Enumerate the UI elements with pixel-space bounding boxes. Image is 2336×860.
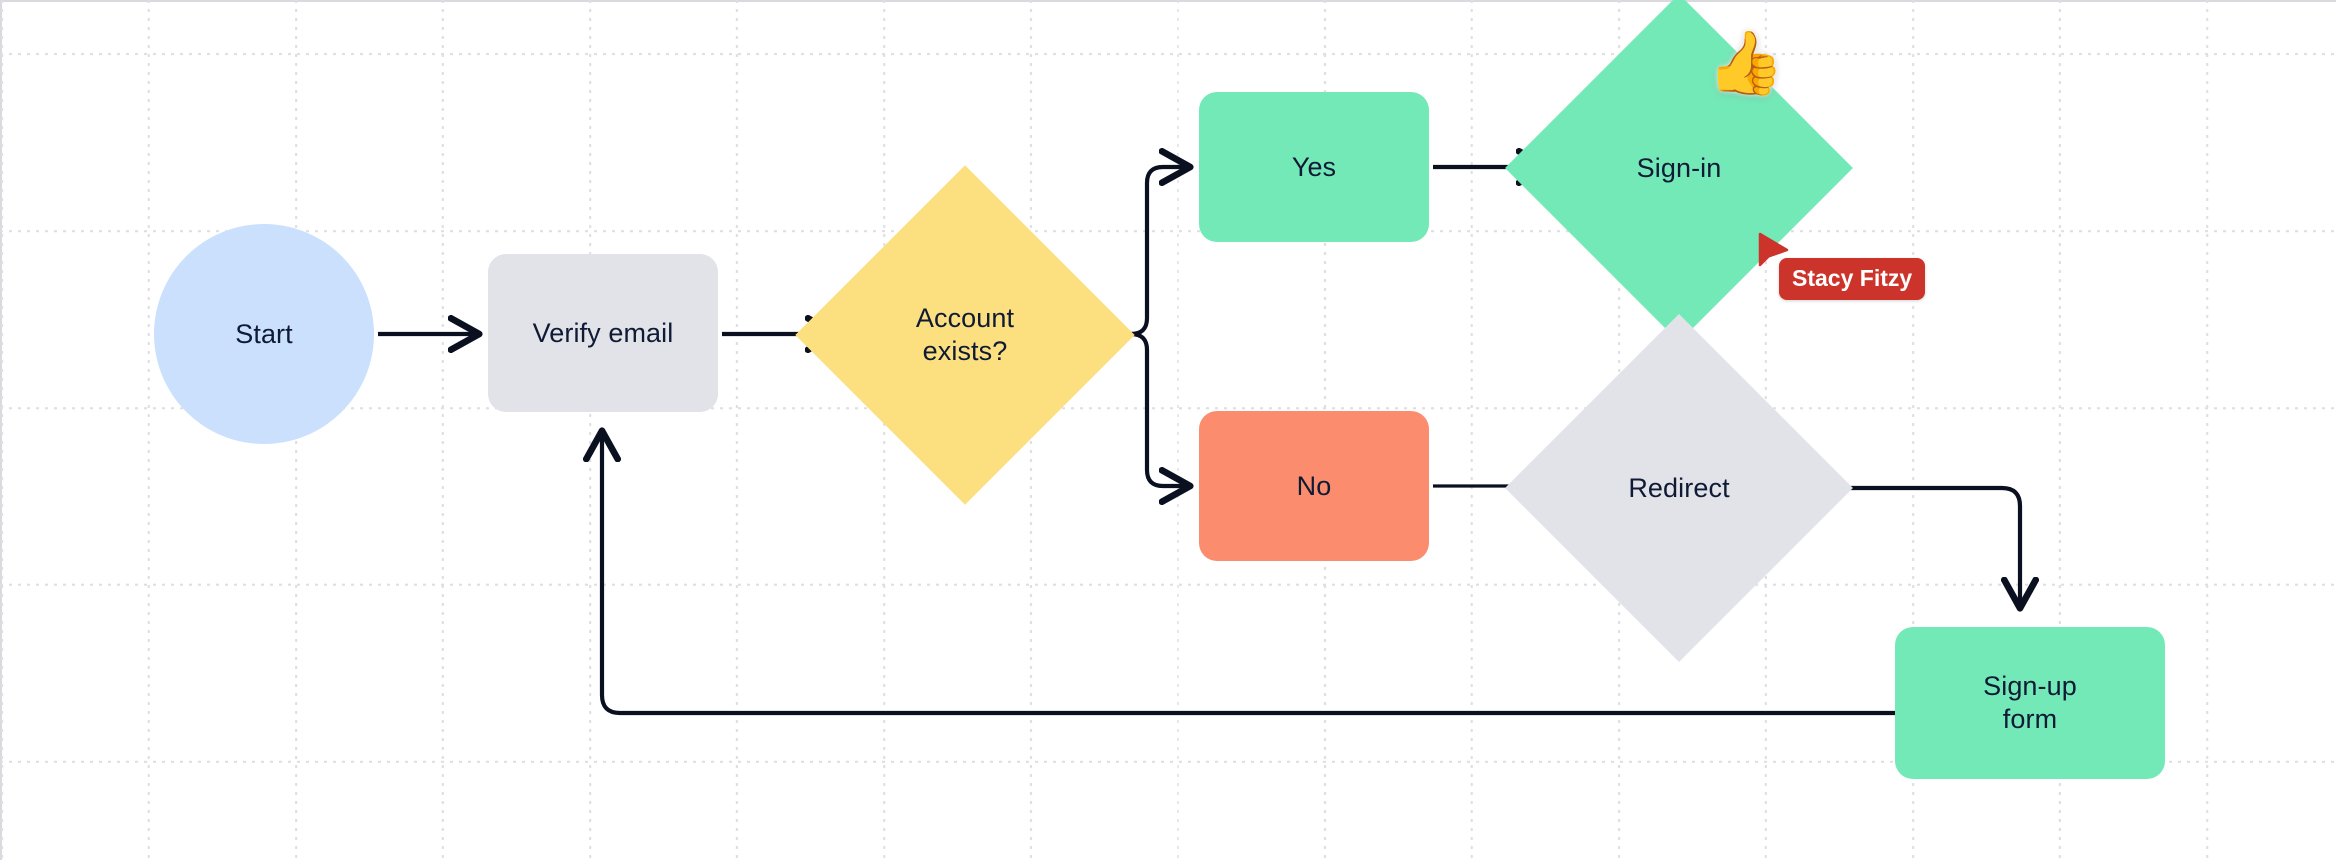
yes-node[interactable]: Yes xyxy=(1199,92,1429,242)
verify-email-node-label: Verify email xyxy=(532,317,674,348)
cursor-name-badge: Stacy Fitzy xyxy=(1779,258,1926,300)
start-node[interactable]: Start xyxy=(154,224,374,444)
no-node-label: No xyxy=(1296,470,1332,501)
no-node[interactable]: No xyxy=(1199,411,1429,561)
start-node-label: Start xyxy=(235,318,293,349)
thumbs-up-sticker[interactable]: 👍 xyxy=(1707,29,1785,98)
redirect-node[interactable]: Redirect xyxy=(1505,314,1853,662)
collaborator-cursor-stacy-fitzy: Stacy Fitzy xyxy=(1757,232,1926,300)
yes-node-label: Yes xyxy=(1291,151,1337,182)
account-exists-decision[interactable]: Account exists? xyxy=(795,165,1135,505)
sign-in-node[interactable]: Sign-in xyxy=(1505,0,1853,342)
sign-in-node-label: Sign-in xyxy=(1636,152,1722,183)
signup-form-node-label: Sign-up form xyxy=(1983,671,2077,734)
account-exists-decision-label: Account exists? xyxy=(915,303,1015,366)
signup-form-node[interactable]: Sign-up form xyxy=(1895,627,2165,779)
redirect-node-label: Redirect xyxy=(1628,472,1730,503)
verify-email-node[interactable]: Verify email xyxy=(488,254,718,412)
